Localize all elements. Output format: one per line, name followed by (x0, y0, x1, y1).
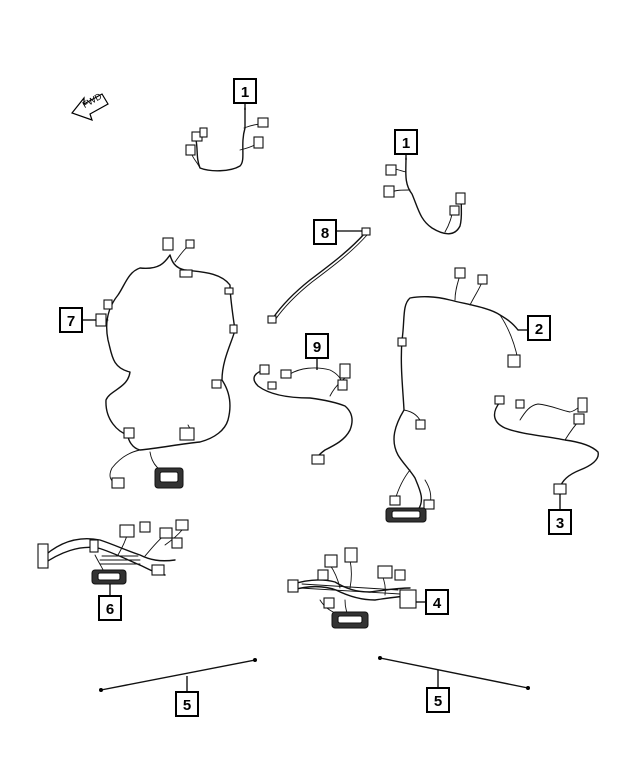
callout-4: 4 (425, 589, 449, 615)
callout-1-top: 1 (233, 78, 257, 104)
harness-part-3 (493, 395, 599, 495)
callout-5-right: 5 (426, 687, 450, 713)
harness-part-4 (287, 547, 417, 629)
callout-5-left: 5 (175, 691, 199, 717)
svg-text:5: 5 (183, 697, 191, 714)
svg-text:2: 2 (535, 321, 543, 338)
callout-6: 6 (98, 595, 122, 621)
harness-part-5-left (99, 658, 257, 692)
svg-text:8: 8 (321, 225, 329, 242)
callout-2: 2 (527, 315, 551, 341)
svg-text:4: 4 (433, 595, 442, 612)
callout-1-right: 1 (394, 129, 418, 155)
callout-9: 9 (305, 333, 329, 359)
svg-text:9: 9 (313, 339, 321, 356)
harness-part-7 (95, 237, 238, 489)
svg-text:1: 1 (402, 135, 410, 152)
harness-part-1-top (185, 107, 269, 172)
svg-text:3: 3 (556, 515, 564, 532)
harness-part-6 (37, 519, 189, 585)
svg-text:1: 1 (241, 84, 249, 101)
harness-part-9 (253, 363, 353, 465)
callout-8: 8 (313, 219, 337, 245)
callout-7: 7 (59, 307, 83, 333)
harness-part-8 (267, 227, 371, 324)
harness-part-5-right (378, 656, 530, 690)
callout-3: 3 (548, 509, 572, 535)
harness-part-2 (385, 267, 521, 523)
svg-text:6: 6 (106, 601, 114, 618)
harness-part-1-right (383, 157, 466, 235)
svg-text:5: 5 (434, 693, 442, 710)
forward-arrow-icon: FWD (71, 91, 109, 121)
svg-text:7: 7 (67, 313, 75, 330)
